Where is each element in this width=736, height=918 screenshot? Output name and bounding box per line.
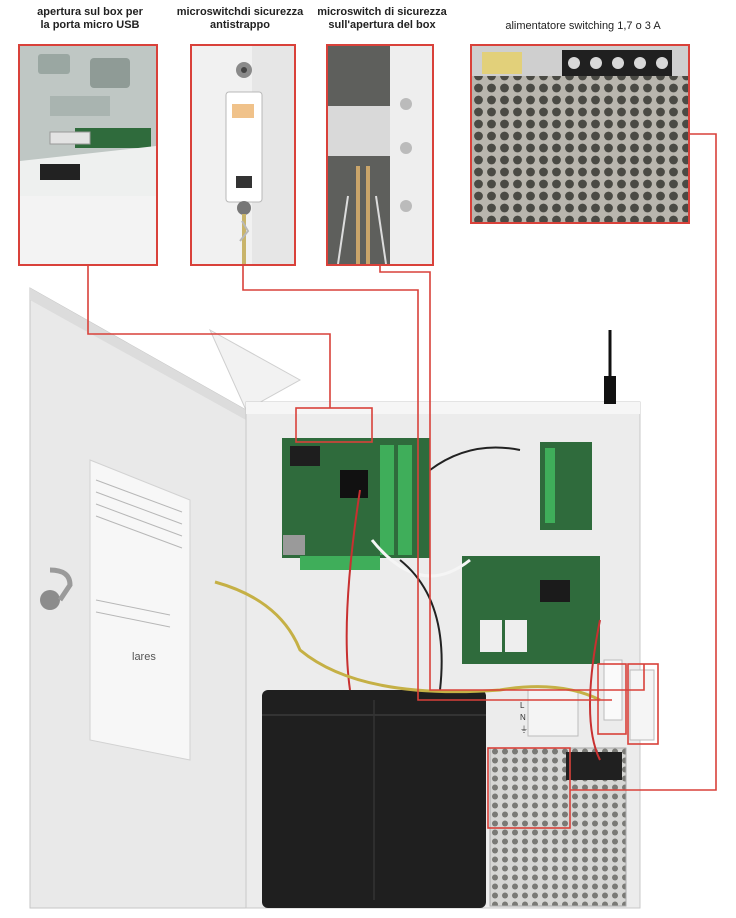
tamper-switch-on-panel — [603, 659, 623, 721]
door-manual-label — [89, 459, 191, 761]
callout-label-psu: alimentatore switching 1,7 o 3 A — [505, 20, 661, 32]
detail-photo-tamper-switch — [190, 44, 296, 266]
mains-terminal — [527, 689, 579, 737]
door-switch-on-panel — [629, 669, 655, 741]
callout-label-usb: apertura sul box per la porta micro USB — [37, 6, 143, 31]
callout-label-door: microswitch di sicurezza sull'apertura d… — [317, 6, 447, 31]
lock-icon — [40, 567, 73, 610]
callout-label-tamper: microswitchdi sicurezza antistrappo — [176, 6, 304, 31]
svg-text:⏚: ⏚ — [520, 725, 528, 734]
detail-photo-usb-opening — [18, 44, 158, 266]
door-brand-text: lares — [132, 651, 156, 663]
svg-text:L: L — [520, 701, 525, 710]
detail-photo-door-switch — [326, 44, 434, 266]
svg-text:N: N — [520, 713, 526, 722]
